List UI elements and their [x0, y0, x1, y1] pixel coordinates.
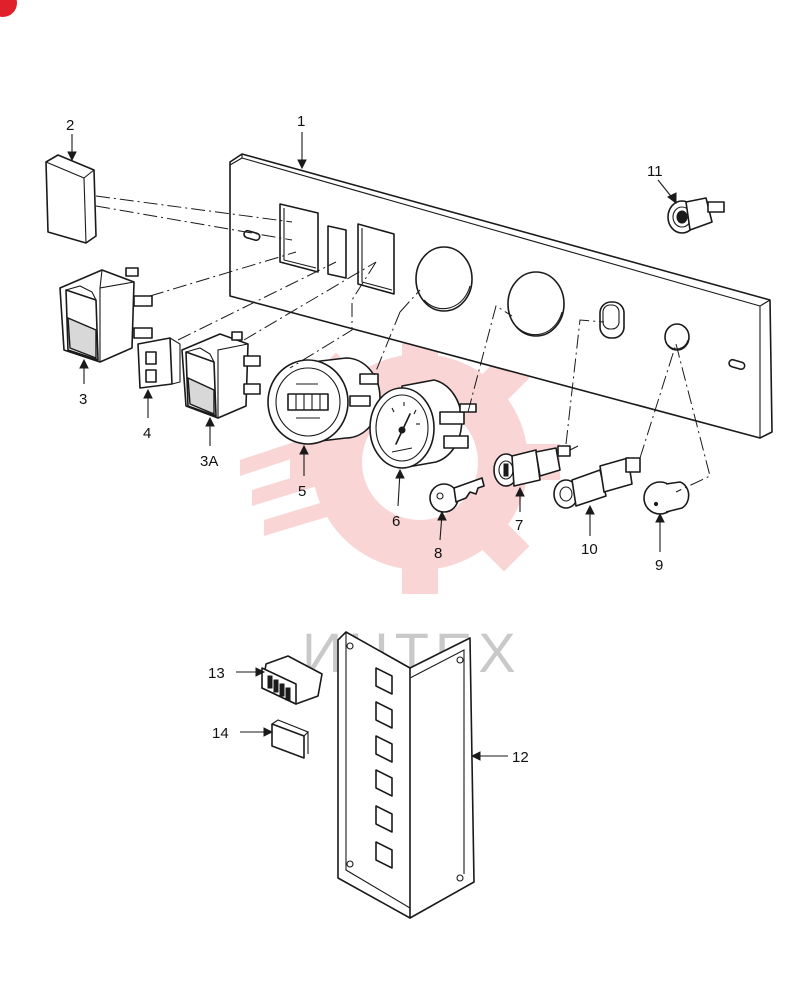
lens — [271, 719, 309, 759]
callout-2: 2 — [66, 117, 74, 134]
callout-13: 13 — [208, 665, 225, 682]
callout-4: 4 — [143, 425, 151, 442]
warning-light — [553, 457, 641, 509]
callout-5: 5 — [298, 483, 306, 500]
leader-lines — [67, 132, 677, 761]
rocker-switch — [59, 267, 153, 363]
callout-3a: 3A — [200, 453, 218, 470]
switch-connector — [137, 337, 181, 389]
switch-bracket — [337, 631, 475, 919]
indicator-module — [261, 655, 323, 705]
callout-1: 1 — [297, 113, 305, 130]
assembly-lines — [95, 195, 711, 493]
callout-11: 11 — [647, 163, 663, 180]
ignition-key — [429, 477, 485, 513]
callout-7: 7 — [515, 517, 523, 534]
rocker-switch-3a — [181, 331, 261, 419]
corner-badge-icon — [0, 0, 17, 17]
lens-cap — [643, 481, 690, 515]
blanking-plug — [45, 154, 97, 244]
callout-9: 9 — [655, 557, 663, 574]
callout-8: 8 — [434, 545, 442, 562]
callout-10: 10 — [581, 541, 598, 558]
socket — [667, 197, 725, 234]
instrument-panel — [229, 153, 773, 439]
callout-12: 12 — [512, 749, 529, 766]
callout-3: 3 — [79, 391, 87, 408]
hour-meter — [267, 357, 381, 445]
ignition-switch — [493, 445, 579, 487]
callout-14: 14 — [212, 725, 229, 742]
gauge — [369, 379, 477, 469]
callout-6: 6 — [392, 513, 400, 530]
